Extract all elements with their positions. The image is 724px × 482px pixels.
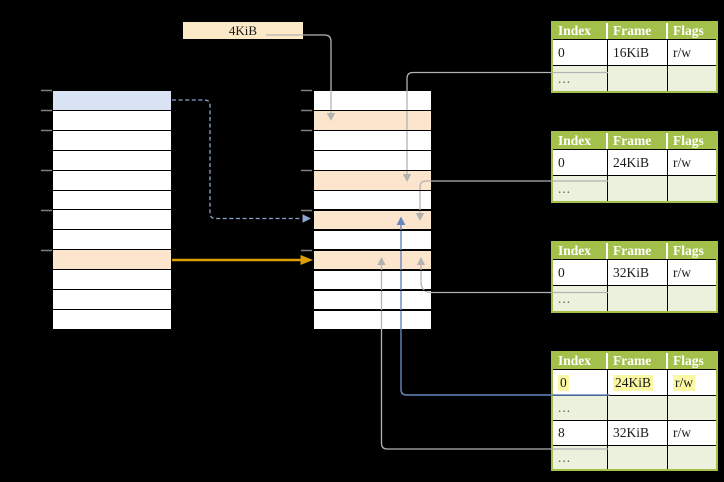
cell-flags: [668, 65, 716, 91]
physical-memory-column: [313, 90, 432, 330]
header-index: Index: [553, 353, 608, 369]
memory-cell-white: [53, 110, 171, 130]
table-row: 8 32KiB r/w: [553, 420, 716, 445]
memory-cell-white: [314, 130, 431, 150]
cell-frame: 24KiB: [608, 149, 668, 175]
memory-cell-white: [53, 210, 171, 230]
highlight: 0: [558, 374, 569, 391]
memory-cell-white: [314, 290, 431, 310]
cell-flags: [668, 285, 716, 311]
cell-frame: [608, 175, 668, 201]
page-table-2: Index Frame Flags 0 24KiB r/w ...: [551, 131, 718, 203]
memory-cell-white: [53, 130, 171, 150]
header-index: Index: [553, 243, 608, 259]
memory-cell-white: [53, 310, 171, 329]
cell-index: 0: [553, 149, 608, 175]
cell-index: 8: [553, 420, 608, 445]
cell-flags: [668, 175, 716, 201]
cell-frame: [608, 65, 668, 91]
memory-cell-white: [53, 290, 171, 310]
header-frame: Frame: [608, 23, 668, 39]
cell-frame: 32KiB: [608, 420, 668, 445]
page-table-1: Index Frame Flags 0 16KiB r/w ...: [551, 21, 718, 93]
memory-cell-orange: [314, 210, 431, 230]
cell-frame: [608, 395, 668, 420]
table-header-row: Index Frame Flags: [553, 133, 716, 149]
table-header-row: Index Frame Flags: [553, 243, 716, 259]
cell-index: ...: [553, 395, 608, 420]
table-row-ellipsis: ...: [553, 175, 716, 201]
table-row-ellipsis: ...: [553, 285, 716, 311]
cell-frame: 16KiB: [608, 39, 668, 65]
cell-flags: r/w: [668, 39, 716, 65]
cell-index: ...: [553, 445, 608, 469]
header-flags: Flags: [668, 133, 716, 149]
page-table-3: Index Frame Flags 0 32KiB r/w ...: [551, 241, 718, 313]
memory-cell-white: [314, 190, 431, 210]
table-row: 0 16KiB r/w: [553, 39, 716, 65]
memory-cell-white: [53, 170, 171, 190]
cell-index: 0: [553, 259, 608, 285]
cell-index: ...: [553, 175, 608, 201]
connector-virtual-blue-dashed: [172, 99, 311, 223]
virtual-memory-column: [52, 90, 172, 330]
memory-cell-white: [53, 190, 171, 210]
page-size-label: 4KiB: [183, 22, 303, 39]
cell-index: ...: [553, 285, 608, 311]
page-table-4: Index Frame Flags 0 24KiB r/w ... 8 32Ki…: [551, 351, 718, 471]
table-header-row: Index Frame Flags: [553, 23, 716, 39]
cell-frame: [608, 445, 668, 469]
table-row-ellipsis: ...: [553, 445, 716, 469]
memory-cell-blue: [53, 91, 171, 110]
memory-cell-white: [53, 150, 171, 170]
memory-cell-orange: [314, 250, 431, 270]
header-index: Index: [553, 133, 608, 149]
memory-cell-white: [314, 91, 431, 110]
cell-flags: r/w: [668, 259, 716, 285]
memory-cell-white: [314, 270, 431, 290]
cell-flags: r/w: [668, 149, 716, 175]
header-index: Index: [553, 23, 608, 39]
table-row: 0 32KiB r/w: [553, 259, 716, 285]
cell-index: 0: [553, 369, 608, 395]
table-row-highlighted: 0 24KiB r/w: [553, 369, 716, 395]
memory-cell-white: [314, 310, 431, 329]
cell-index: 0: [553, 39, 608, 65]
table-row: 0 24KiB r/w: [553, 149, 716, 175]
header-frame: Frame: [608, 243, 668, 259]
memory-cell-orange: [53, 250, 171, 270]
memory-cell-white: [314, 150, 431, 170]
table-row-ellipsis: ...: [553, 395, 716, 420]
cell-flags: [668, 395, 716, 420]
header-flags: Flags: [668, 353, 716, 369]
table-header-row: Index Frame Flags: [553, 353, 716, 369]
table-row-ellipsis: ...: [553, 65, 716, 91]
header-frame: Frame: [608, 133, 668, 149]
memory-cell-orange: [314, 170, 431, 190]
cell-frame: [608, 285, 668, 311]
cell-flags: [668, 445, 716, 469]
memory-cell-white: [314, 230, 431, 250]
highlight: r/w: [673, 374, 695, 391]
header-flags: Flags: [668, 243, 716, 259]
cell-frame: 24KiB: [608, 369, 668, 395]
cell-frame: 32KiB: [608, 259, 668, 285]
memory-cell-white: [53, 230, 171, 250]
header-frame: Frame: [608, 353, 668, 369]
memory-cell-white: [53, 270, 171, 290]
connector-virtual-orange: [172, 255, 313, 265]
cell-index: ...: [553, 65, 608, 91]
cell-flags: r/w: [668, 369, 716, 395]
cell-flags: r/w: [668, 420, 716, 445]
highlight: 24KiB: [613, 374, 654, 391]
header-flags: Flags: [668, 23, 716, 39]
memory-cell-orange: [314, 110, 431, 130]
